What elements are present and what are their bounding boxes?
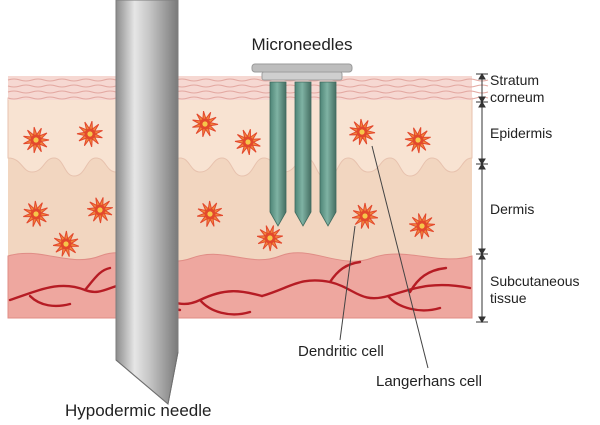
immune-cell [197, 200, 224, 227]
immune-cell [86, 197, 113, 224]
pointer-lines [339, 145, 429, 369]
epidermis-layer [7, 97, 473, 179]
stratum-corneum-lines [7, 78, 489, 100]
immune-cell [351, 202, 379, 229]
immune-cell [76, 121, 103, 148]
dendritic-cell-pointer [339, 225, 356, 341]
immune-cell [409, 213, 436, 240]
immune-cell [52, 230, 79, 257]
stratum-corneum-label-line2: corneum [490, 89, 544, 105]
hypodermic-needle-label: Hypodermic needle [65, 401, 211, 420]
blood-vessel [408, 266, 448, 294]
dendritic-cell-label: Dendritic cell [298, 343, 384, 360]
hypodermic-needle [115, 0, 179, 405]
blood-vessel [260, 279, 472, 300]
blood-vessel [328, 260, 362, 284]
stratum-corneum-line [7, 78, 489, 82]
immune-cell-nucleus [33, 137, 39, 143]
langerhans-cell-label: Langerhans cell [376, 373, 482, 390]
stratum-corneum-label: Stratum corneum [490, 72, 544, 105]
hypodermic-needle-bevel [115, 351, 179, 405]
immune-cell-nucleus [245, 139, 251, 145]
subcutaneous-tissue-label-line2: tissue [490, 290, 527, 306]
microneedle-base-plate [251, 63, 353, 73]
immune-cell-nucleus [202, 121, 208, 127]
blood-vessel [28, 294, 72, 308]
subcutaneous-tissue-label-line1: Subcutaneous [490, 273, 580, 289]
epidermis-label: Epidermis [490, 125, 552, 141]
langerhans-cell-pointer [371, 145, 429, 369]
immune-cell [23, 200, 50, 227]
immune-cell-nucleus [267, 235, 273, 241]
stratum-corneum-line [7, 96, 489, 100]
subcutaneous-layer [7, 252, 473, 319]
immune-cell [23, 126, 50, 154]
immune-cell [256, 225, 283, 252]
immune-cell-nucleus [207, 211, 213, 217]
immune-cell [349, 118, 376, 145]
microneedle-base-stem [261, 71, 343, 81]
immune-cell [234, 129, 261, 156]
immune-cell-nucleus [359, 129, 365, 135]
immune-cell-nucleus [33, 211, 39, 217]
blood-vessel [198, 298, 252, 316]
immune-cell-nucleus [63, 241, 69, 247]
stratum-corneum-layer [8, 76, 472, 100]
dermis-label: Dermis [490, 201, 534, 217]
stratum-corneum-label-line1: Stratum [490, 72, 539, 88]
layer-brackets [476, 73, 488, 323]
stratum-corneum-line [7, 84, 489, 88]
microneedle-array [251, 63, 353, 227]
immune-cell [404, 127, 431, 154]
microneedle [269, 81, 287, 227]
blood-vessel [386, 294, 442, 312]
stratum-corneum-line [7, 90, 489, 94]
immune-cell-nucleus [87, 131, 93, 137]
immune-cell-nucleus [362, 213, 368, 219]
immune-cell-nucleus [97, 207, 103, 213]
immune-cell-nucleus [415, 137, 421, 143]
blood-vessel [83, 266, 112, 292]
microneedles-label: Microneedles [251, 35, 352, 54]
skin-layers [7, 76, 489, 319]
immune-cells [23, 110, 436, 257]
microneedle [319, 81, 337, 227]
subcutaneous-tissue-label: Subcutaneous tissue [490, 273, 583, 306]
immune-cell-nucleus [419, 223, 425, 229]
microneedle [294, 81, 312, 227]
immune-cell [192, 110, 219, 137]
